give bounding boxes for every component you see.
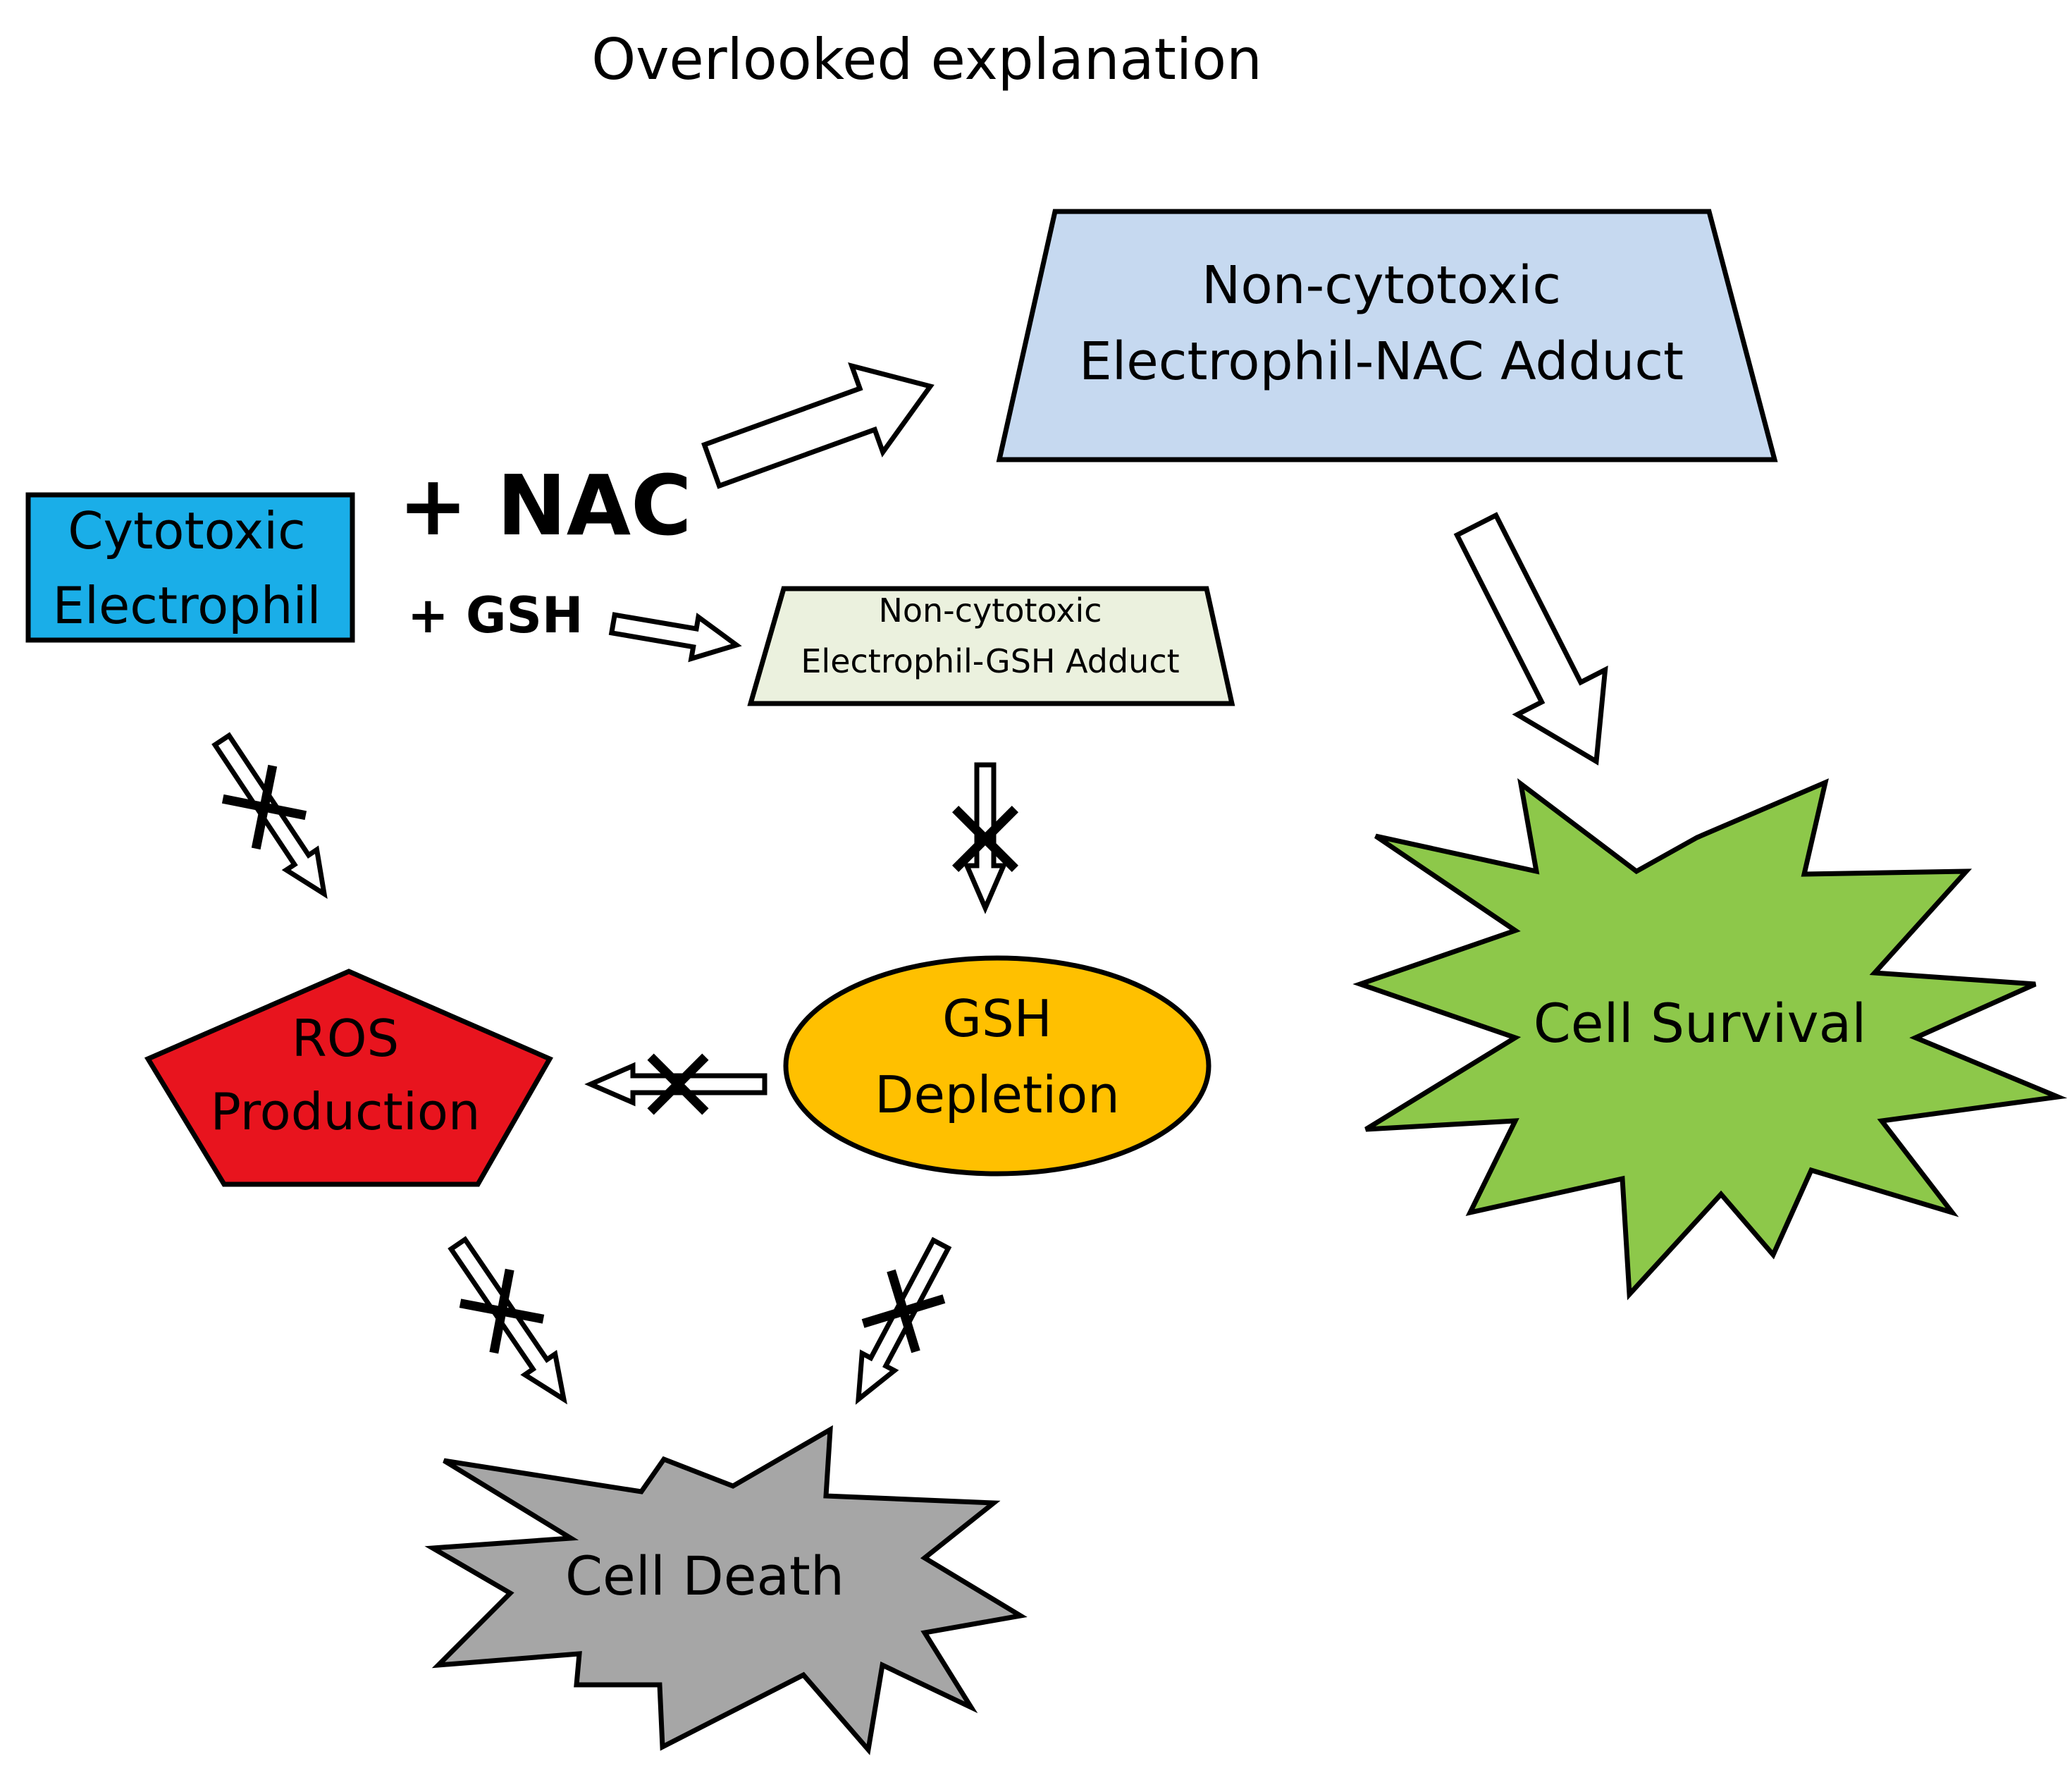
arrow-ros-to-death-blocked <box>448 1236 567 1405</box>
arrow-gsh-adduct-to-depletion-blocked <box>952 762 1018 914</box>
nac-adduct-line2: Electrophil-NAC Adduct <box>1079 331 1684 392</box>
cross-stroke <box>952 806 1018 872</box>
arrow-depletion-to-death-blocked <box>855 1236 952 1405</box>
blocked-cross-icon <box>952 806 1018 872</box>
cell-death-label: Cell Death <box>565 1545 844 1607</box>
gsh-adduct-line2: Electrophil-GSH Adduct <box>801 642 1179 680</box>
cross-stroke <box>887 1269 920 1353</box>
gsh-depletion-line1: GSH <box>942 989 1052 1048</box>
gsh-depletion-line2: Depletion <box>875 1065 1120 1124</box>
blocked-cross-icon <box>221 764 307 850</box>
node-cell-survival: Cell Survival <box>1352 778 2068 1301</box>
blocked-cross-icon <box>861 1269 946 1353</box>
cross-stroke <box>459 1299 545 1324</box>
arrow-gsh-to-adduct <box>608 612 742 663</box>
node-nac-adduct: Non-cytotoxic Electrophil-NAC Adduct <box>996 209 1778 462</box>
cytotoxic-electrophil-line1: Cytotoxic <box>68 501 305 560</box>
arrow-depletion-to-ros-blocked <box>584 1053 767 1115</box>
node-gsh-adduct: Non-cytotoxic Electrophil-GSH Adduct <box>747 586 1235 706</box>
node-cell-death: Cell Death <box>424 1425 1028 1755</box>
nac-label: + NAC <box>398 457 692 554</box>
arrow-nac-to-adduct <box>701 362 935 489</box>
cross-stroke <box>221 794 307 821</box>
node-ros-production: ROS Production <box>144 969 553 1187</box>
gsh-label: + GSH <box>407 587 583 644</box>
node-cytotoxic-electrophil: Cytotoxic Electrophil <box>25 492 355 643</box>
diagram-title: Overlooked explanation <box>591 27 1262 92</box>
ros-production-line1: ROS <box>292 1009 399 1068</box>
cytotoxic-electrophil-line2: Electrophil <box>52 576 321 635</box>
arrow-nac-adduct-to-survival <box>1453 512 1608 766</box>
blocked-cross-icon <box>459 1268 545 1354</box>
nac-adduct-line1: Non-cytotoxic <box>1202 255 1561 316</box>
cross-stroke <box>647 1053 709 1115</box>
node-gsh-depletion: GSH Depletion <box>783 955 1211 1177</box>
cell-survival-label: Cell Survival <box>1534 992 1867 1055</box>
ros-production-line2: Production <box>210 1082 480 1141</box>
blocked-cross-icon <box>647 1053 709 1115</box>
gsh-adduct-line1: Non-cytotoxic <box>878 591 1102 630</box>
arrow-electrophil-to-ros-blocked <box>211 732 328 900</box>
